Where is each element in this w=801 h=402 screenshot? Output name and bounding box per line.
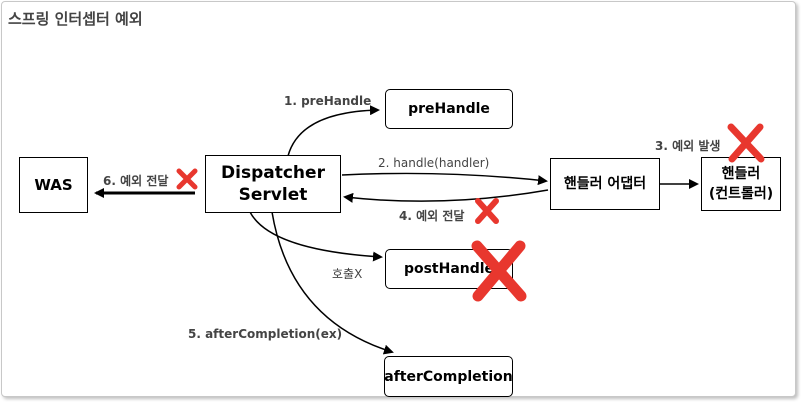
handler-adapter-node: 핸들러 어댑터 [550, 158, 660, 210]
handler-label-line2: (컨트롤러) [708, 186, 774, 202]
step5-label: 5. afterCompletion(ex) [188, 327, 343, 341]
step1-label: 1. preHandle [284, 94, 372, 108]
aftercompletion-label: afterCompletion [384, 368, 513, 385]
diagram-frame: 스프링 인터셉터 예외 [1, 1, 796, 397]
edge-handle [341, 172, 548, 186]
cross-mark-icon [471, 240, 527, 302]
edge-prehandle [287, 105, 380, 157]
page-title: 스프링 인터셉터 예외 [8, 10, 143, 28]
step2-label: 2. handle(handler) [378, 156, 490, 170]
no-call-label: 호출X [332, 267, 363, 281]
dispatcher-label-line2: Servlet [238, 185, 308, 205]
handler-label-line1: 핸들러 [721, 166, 761, 182]
aftercompletion-node: afterCompletion [384, 356, 513, 397]
prehandle-node: preHandle [385, 89, 513, 129]
prehandle-label: preHandle [408, 101, 490, 117]
cross-mark-icon [475, 198, 499, 224]
edge-posthandle [249, 211, 383, 262]
dispatcher-label-line1: Dispatcher [221, 163, 325, 183]
step6-label: 6. 예외 전달 [103, 174, 169, 188]
step3-label: 3. 예외 발생 [655, 139, 721, 153]
step4-label: 4. 예외 전달 [399, 209, 465, 223]
adapter-label: 핸들러 어댑터 [563, 176, 647, 192]
posthandle-label: postHandle [403, 261, 495, 277]
dispatcher-servlet-node: Dispatcher Servlet [205, 155, 341, 213]
edge-aftercompletion [271, 211, 394, 355]
handler-node: 핸들러 (컨트롤러) [701, 157, 781, 211]
edge-exception-back [343, 189, 549, 203]
was-node: WAS [19, 157, 88, 213]
cross-mark-icon [727, 123, 765, 163]
cross-mark-icon [176, 168, 198, 190]
was-label: WAS [34, 176, 73, 194]
